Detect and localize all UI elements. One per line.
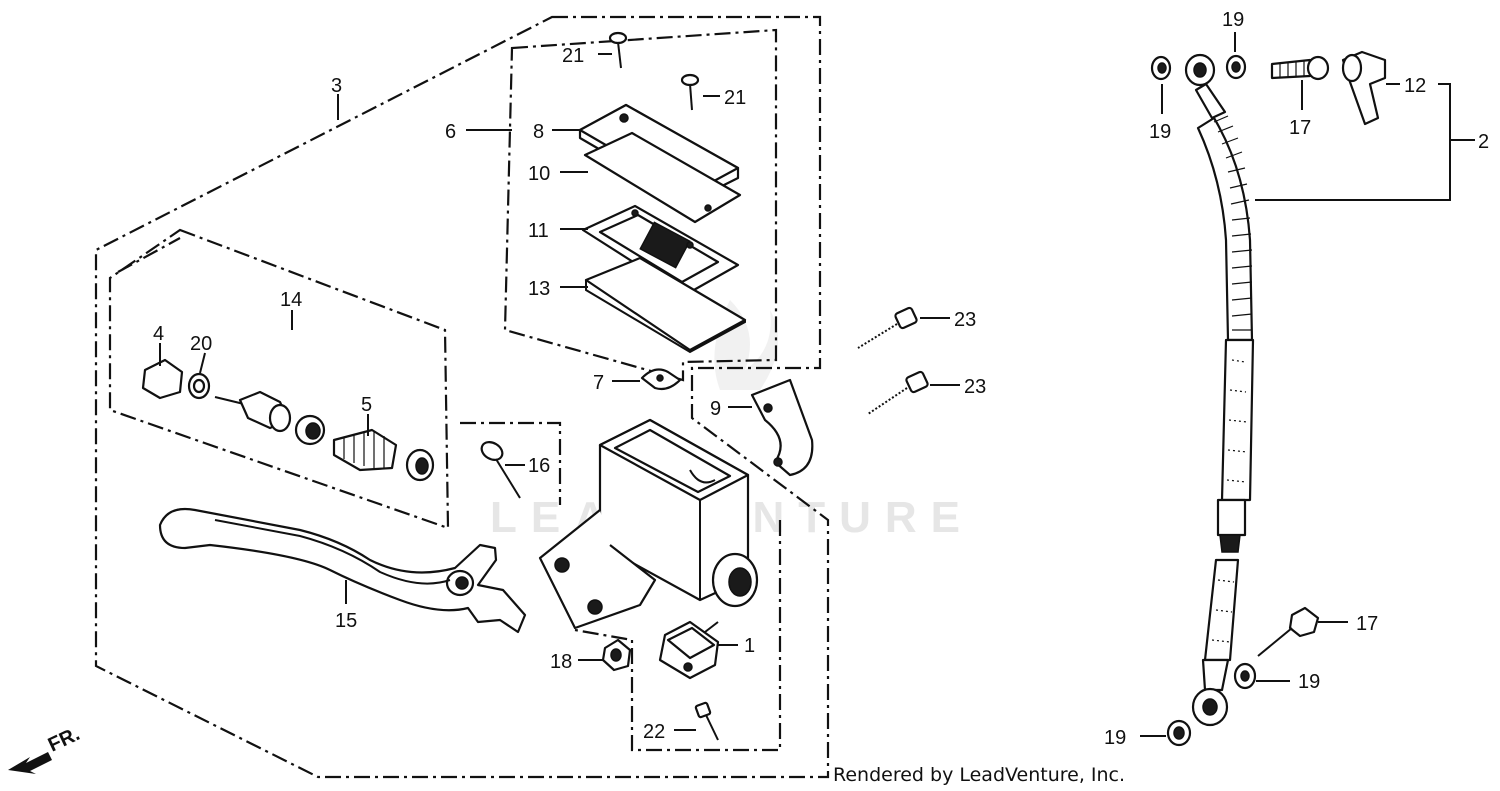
washer-19-top-left — [1150, 55, 1172, 81]
circlip-20 — [187, 372, 211, 400]
diaphragm-11 — [581, 204, 740, 297]
screw-21b — [680, 73, 700, 111]
brake-hose-2 — [1184, 53, 1255, 727]
callout-22: 22 — [643, 721, 665, 743]
callout-17-bottom: 17 — [1356, 613, 1378, 635]
callout-11: 11 — [528, 220, 549, 242]
assembly-outline-switch — [574, 520, 782, 752]
callout-10: 10 — [528, 163, 550, 185]
plate-10 — [583, 131, 742, 224]
callout-19-bottom: 19 — [1104, 727, 1126, 749]
boot-4 — [141, 358, 184, 400]
callout-5: 5 — [361, 394, 372, 416]
callout-21-top: 21 — [562, 45, 584, 67]
assembly-outline-3 — [94, 15, 830, 779]
callout-2: 2 — [1478, 131, 1489, 153]
master-cylinder-body — [538, 418, 759, 630]
screw-22 — [694, 701, 719, 741]
bolt-17-bottom — [1257, 606, 1320, 657]
callout-4: 4 — [153, 323, 164, 345]
callouts: 1 2 3 4 5 6 7 8 9 10 11 12 13 14 15 16 1… — [153, 9, 1489, 749]
callout-17-top: 17 — [1289, 117, 1311, 139]
callout-9: 9 — [710, 398, 721, 420]
callout-8: 8 — [533, 121, 544, 143]
callout-14: 14 — [280, 289, 302, 311]
washer-19-top-right — [1225, 54, 1247, 80]
callout-23-top: 23 — [954, 309, 976, 331]
assembly-outline-6 — [503, 28, 778, 382]
washer-19-bottom — [1166, 719, 1192, 747]
piston-5 — [214, 390, 435, 482]
assembly-outline-16 — [460, 421, 562, 505]
callout-6: 6 — [445, 121, 456, 143]
callout-20: 20 — [190, 333, 212, 355]
screw-21a — [608, 31, 628, 69]
bolt-17-top — [1270, 55, 1330, 81]
assembly-outline-14 — [108, 228, 450, 530]
bolt-23a — [857, 306, 918, 349]
washer-19-mid — [1233, 662, 1257, 690]
callout-3: 3 — [331, 75, 342, 97]
pivot-bolt-16 — [480, 441, 521, 499]
callout-19-top: 19 — [1222, 9, 1244, 31]
callout-15: 15 — [335, 610, 357, 632]
callout-19-left: 19 — [1149, 121, 1171, 143]
switch-1 — [658, 620, 720, 680]
joint-12 — [1341, 50, 1387, 126]
holder-9 — [750, 378, 814, 477]
brake-lever-15 — [158, 507, 527, 634]
callout-12: 12 — [1404, 75, 1426, 97]
front-arrow-icon — [8, 752, 52, 774]
front-direction-indicator: FR. — [8, 723, 83, 774]
clip-7 — [640, 368, 682, 391]
rendered-by-footer: Rendered by LeadVenture, Inc. — [833, 764, 1126, 786]
callout-1: 1 — [744, 635, 755, 657]
callout-23-bottom: 23 — [964, 376, 986, 398]
front-label: FR. — [45, 723, 83, 757]
piston-kit-parts — [141, 358, 435, 482]
callout-21-right: 21 — [724, 87, 746, 109]
nut-18 — [601, 638, 632, 672]
callout-13: 13 — [528, 278, 550, 300]
leader-lines — [159, 32, 1475, 737]
callout-7: 7 — [593, 372, 604, 394]
bolt-23b — [867, 370, 929, 415]
callout-18: 18 — [550, 651, 572, 673]
callout-16: 16 — [528, 455, 550, 477]
callout-19-mid: 19 — [1298, 671, 1320, 693]
